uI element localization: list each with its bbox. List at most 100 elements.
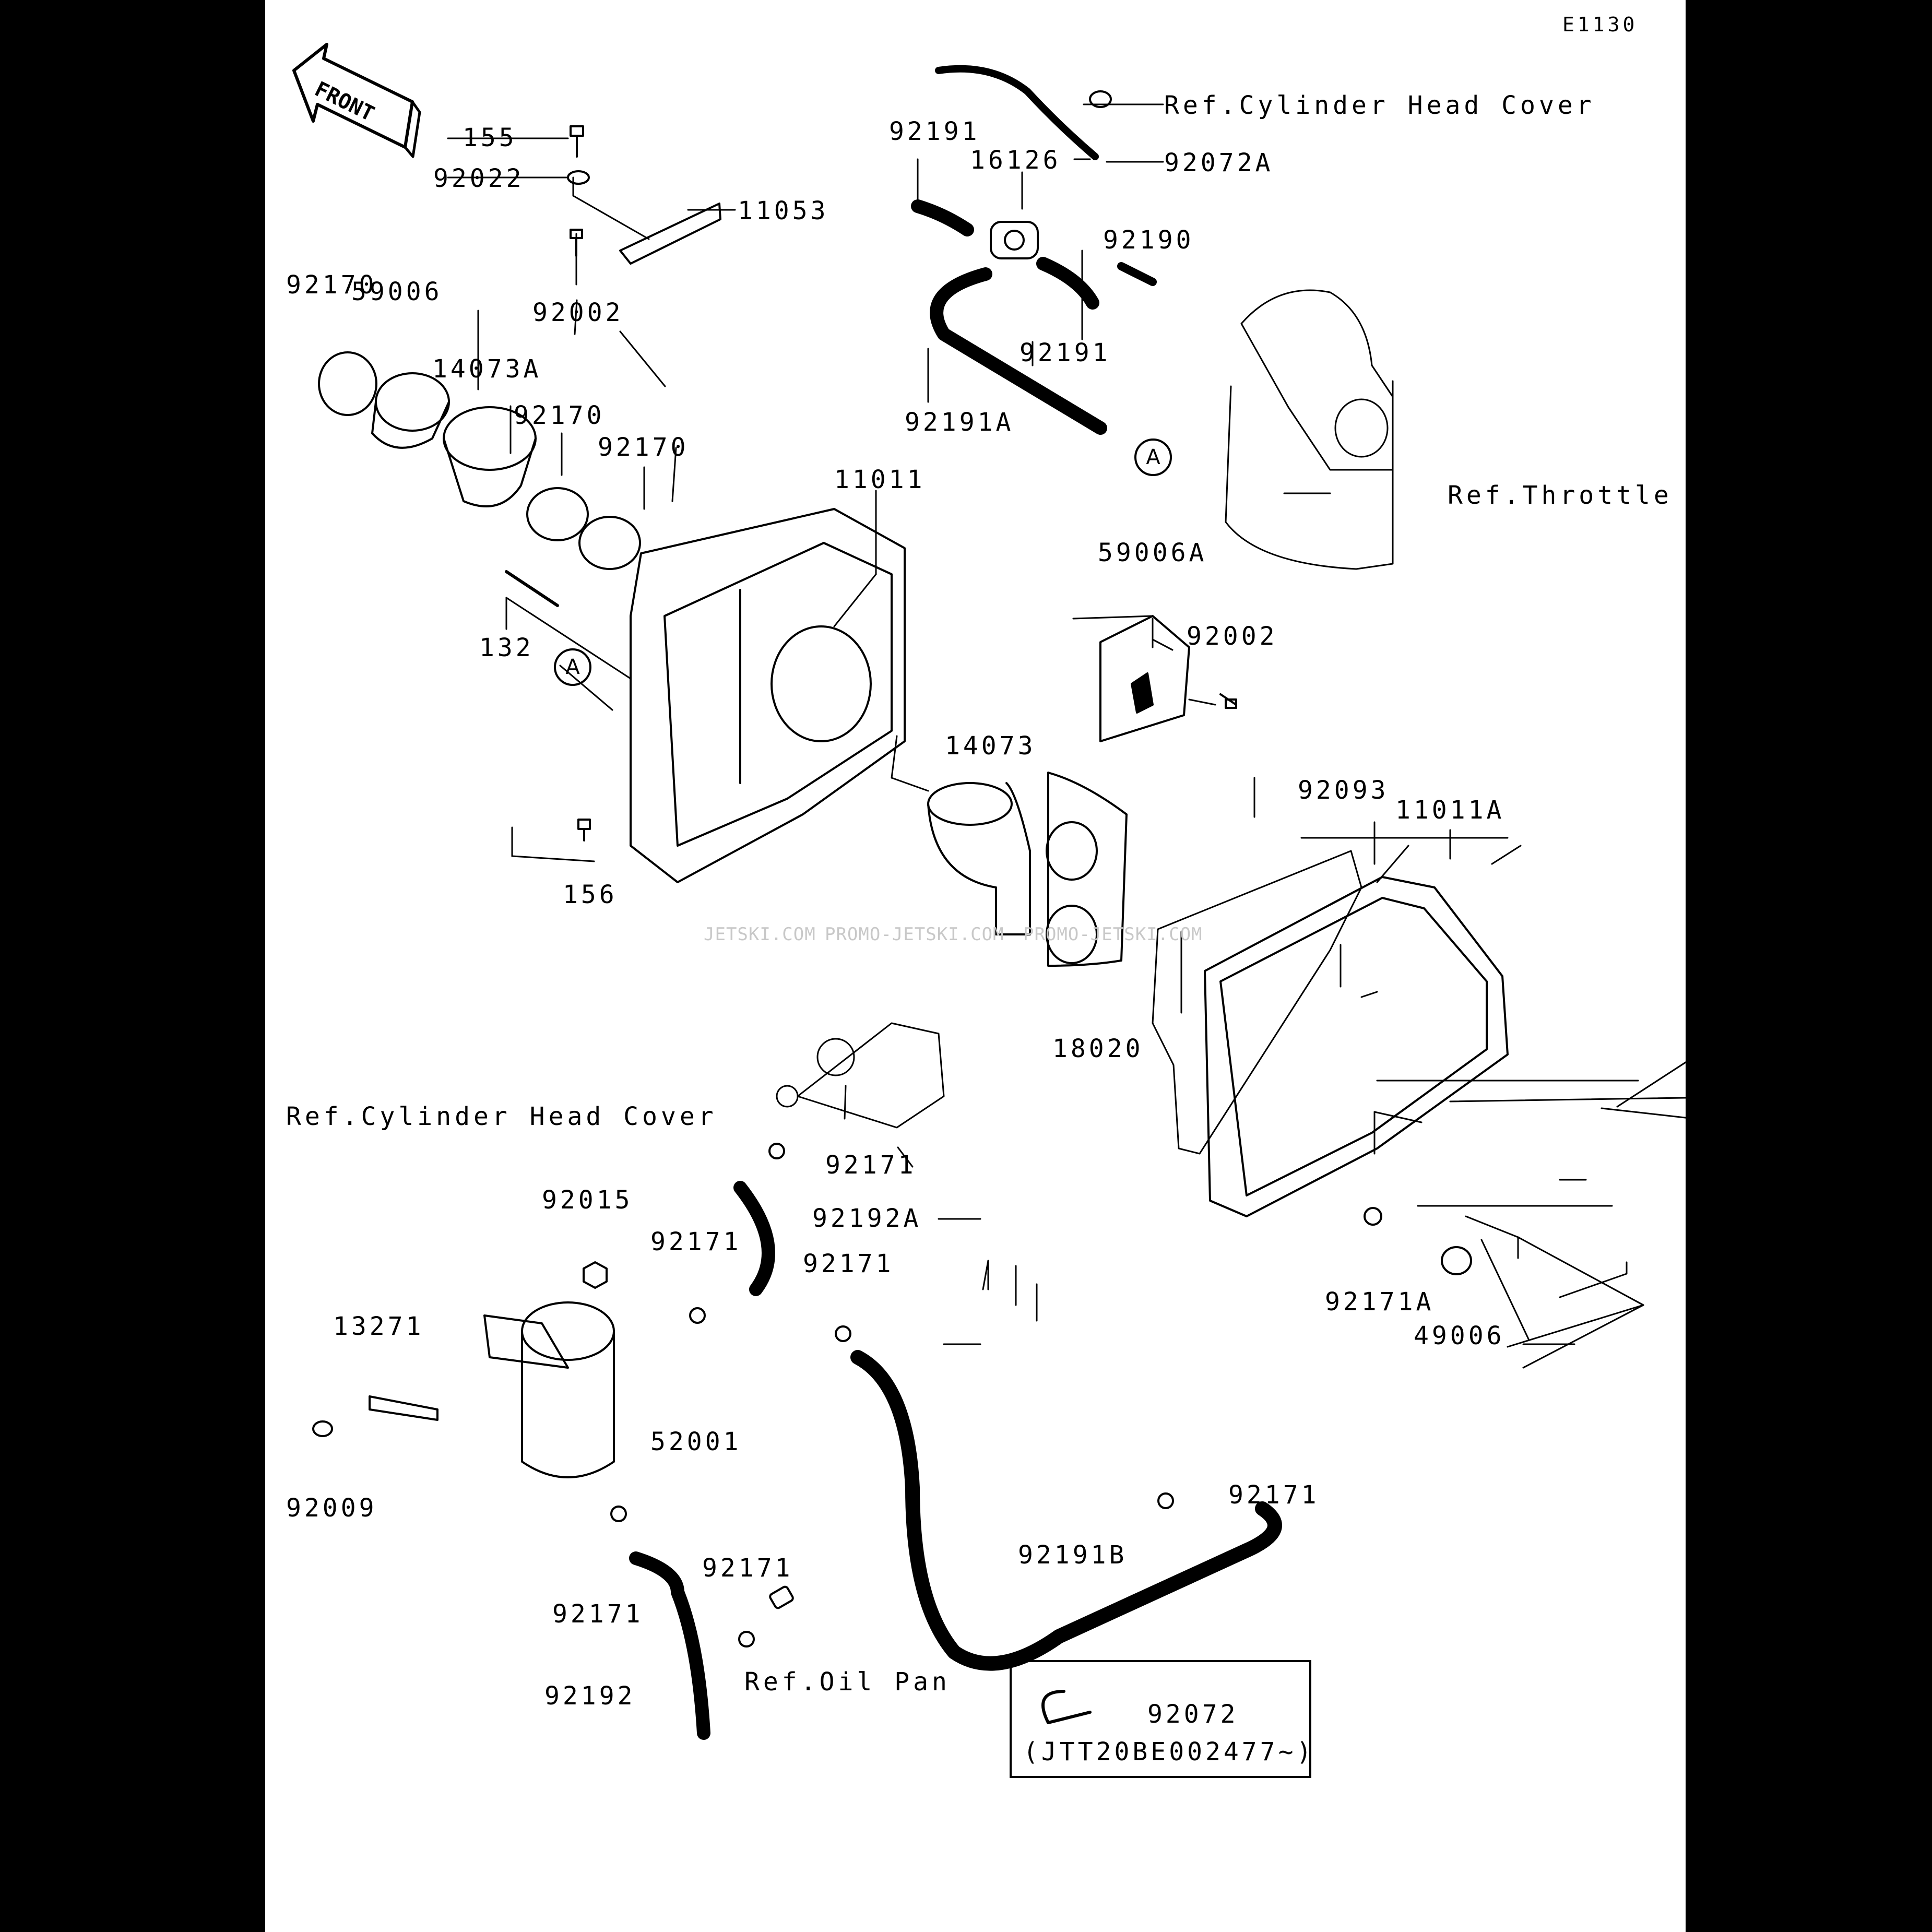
- part-label-92171: 92171: [650, 1227, 742, 1257]
- separator-tank-52001-icon: [483, 1301, 615, 1478]
- clamp-92171-icon: [1157, 1492, 1174, 1509]
- screw-92009-icon: [312, 1420, 333, 1437]
- clamp-92170-icon: [578, 516, 641, 570]
- washer-92022-icon: [567, 170, 590, 185]
- part-label-92093: 92093: [1298, 776, 1389, 805]
- part-label-11011A: 11011A: [1395, 796, 1505, 825]
- duct-14073-icon: [927, 782, 1031, 935]
- clamp-92171-icon: [738, 1631, 755, 1647]
- part-label-92170: 92170: [514, 401, 605, 430]
- part-label-92022: 92022: [433, 164, 525, 193]
- clamp-92171-icon: [835, 1325, 851, 1342]
- tube-14073A-icon: [443, 406, 537, 507]
- element-59006A-icon: [1099, 615, 1190, 742]
- grid-mark-icon: [1131, 672, 1154, 714]
- serial-note-box: [1010, 1660, 1311, 1778]
- hose-92191-icon: [1036, 257, 1099, 310]
- part-label-92170: 92170: [286, 270, 377, 300]
- part-label-11053: 11053: [738, 196, 829, 226]
- ref-cylinder-head-cover: Ref.Cylinder Head Cover: [1164, 91, 1595, 120]
- hose-92192A-icon: [733, 1181, 775, 1296]
- ref-throttle: Ref.Throttle: [1448, 481, 1673, 510]
- part-label-132: 132: [479, 633, 534, 662]
- nut-92015-icon: [583, 1261, 608, 1289]
- part-label-92170: 92170: [598, 433, 689, 462]
- part-label-92192A: 92192A: [812, 1204, 922, 1233]
- bolt-132-icon: [505, 570, 559, 607]
- sleeve-59006-icon: [371, 372, 450, 449]
- part-label-92002: 92002: [1187, 622, 1278, 651]
- cap-49006-icon: [1441, 1246, 1472, 1275]
- bolt-155-icon: [570, 125, 584, 158]
- part-label-16126: 16126: [970, 146, 1061, 175]
- throttle-body-ref-icon: [1225, 289, 1394, 570]
- gasket-92093-icon: [1152, 850, 1362, 1155]
- leader-lines: [447, 103, 1686, 1369]
- part-label-92072A: 92072A: [1164, 148, 1274, 177]
- part-label-18020: 18020: [1052, 1034, 1144, 1063]
- valve-16126-icon: [990, 221, 1039, 259]
- part-label-92191: 92191: [889, 117, 980, 146]
- hose-92072A-icon: [935, 65, 1099, 160]
- cover-11011A-icon: [1204, 876, 1509, 1217]
- clamp-92171-icon: [689, 1307, 706, 1324]
- part-label-92171: 92171: [552, 1599, 644, 1629]
- part-label-92192: 92192: [544, 1681, 636, 1711]
- part-label-92171: 92171: [825, 1151, 917, 1180]
- part-label-92191B: 92191B: [1018, 1540, 1128, 1570]
- part-label-92190: 92190: [1103, 226, 1194, 255]
- part-label-92191A: 92191A: [905, 408, 1014, 437]
- ref-cylinder-head-cover: Ref.Cylinder Head Cover: [286, 1102, 717, 1131]
- front-arrow-icon: FRONT: [292, 43, 421, 158]
- part-label-92009: 92009: [286, 1494, 377, 1523]
- part-label-59006: 59006: [351, 277, 443, 306]
- part-label-59006A: 59006A: [1098, 538, 1207, 567]
- hose-92192-icon: [629, 1551, 710, 1740]
- part-label-14073A: 14073A: [432, 354, 542, 384]
- part-label-92171: 92171: [702, 1554, 793, 1583]
- exploded-view-drawing: FRONT: [292, 43, 1686, 1740]
- part-label-156: 156: [563, 880, 618, 909]
- watermark: PROMO-JETSKI.COM: [825, 924, 1004, 945]
- diagram-code: E1130: [1562, 13, 1638, 36]
- bracket-11053-icon: [619, 203, 721, 265]
- bolt-92002-icon: [570, 229, 583, 257]
- part-label-155: 155: [463, 123, 517, 152]
- clamp-92171-icon: [610, 1506, 627, 1522]
- callout-a-right: A: [1134, 438, 1172, 476]
- hose-92191B-icon: [850, 1350, 1282, 1671]
- part-label-92171A: 92171A: [1325, 1287, 1435, 1317]
- bracket-13271-icon: [369, 1395, 438, 1421]
- clamp-92171-icon: [768, 1143, 785, 1159]
- part-label-11011: 11011: [834, 465, 926, 494]
- part-label-92191: 92191: [1020, 338, 1111, 368]
- serial-note: (JTT20BE002477~): [1023, 1737, 1315, 1767]
- clamp-92072-icon: [1041, 1690, 1092, 1724]
- hose-92191A-icon: [930, 267, 1107, 435]
- ref-oil-pan: Ref.Oil Pan: [744, 1667, 951, 1697]
- clip-92171A-icon: [1364, 1207, 1382, 1226]
- cyl-head-cover-ref-icon: [776, 1022, 945, 1129]
- part-label-92015: 92015: [542, 1186, 633, 1215]
- clamp-92170-icon: [526, 487, 589, 541]
- plate-18020-icon: [1046, 772, 1128, 967]
- part-label-92171: 92171: [803, 1249, 894, 1278]
- part-label-14073: 14073: [945, 731, 1036, 761]
- watermark: JETSKI.COM: [704, 924, 816, 945]
- hose-92190-icon: [1117, 262, 1157, 286]
- part-label-92072: 92072: [1147, 1700, 1239, 1729]
- part-label-13271: 13271: [333, 1312, 424, 1341]
- bolt-92002-icon: [1219, 693, 1237, 709]
- air-box-case-11011-icon: [630, 508, 906, 883]
- part-label-92171: 92171: [1228, 1480, 1320, 1510]
- part-label-49006: 49006: [1414, 1321, 1505, 1350]
- oil-pan-fitting-icon: [769, 1585, 794, 1609]
- clamp-92170-icon: [318, 351, 377, 416]
- parts-diagram-sheet: FRONT: [265, 0, 1686, 1932]
- part-label-52001: 52001: [650, 1427, 742, 1456]
- hose-92191-icon: [911, 199, 974, 236]
- watermark: PROMO-JETSKI.COM: [1023, 924, 1203, 945]
- bolt-156-icon: [577, 819, 591, 841]
- callout-a-left: A: [554, 648, 591, 686]
- part-label-92002: 92002: [532, 298, 624, 327]
